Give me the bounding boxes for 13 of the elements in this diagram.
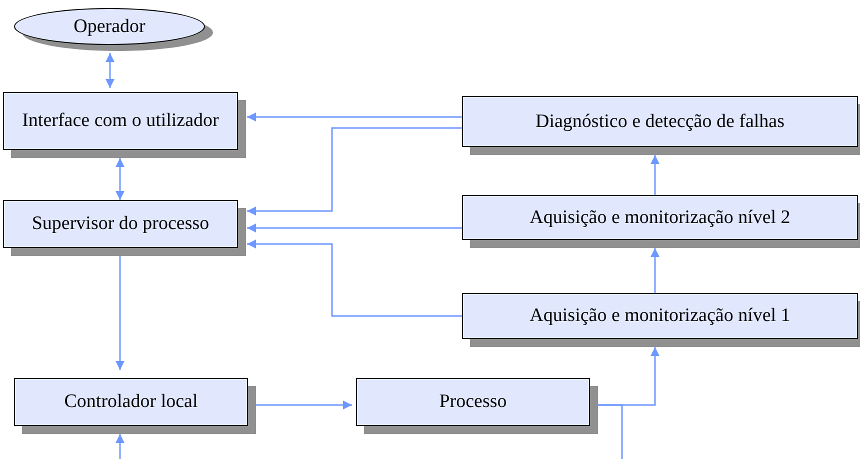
arrow (116, 256, 124, 370)
node-label: Interface com o utilizador (22, 109, 219, 134)
arrow (650, 155, 660, 195)
node-label: Aquisição e monitorização nível 2 (530, 206, 790, 230)
arrow (247, 224, 462, 232)
node-label: Processo (439, 390, 507, 414)
connector-line (598, 404, 623, 459)
node-label: Supervisor do processo (32, 212, 210, 236)
node-label: Operador (74, 14, 146, 39)
node-label: Aquisição e monitorização nível 1 (530, 304, 790, 328)
node-label: Diagnóstico e detecção de falhas (536, 110, 784, 134)
node-label: Controlador local (64, 390, 198, 414)
arrow (650, 248, 660, 293)
